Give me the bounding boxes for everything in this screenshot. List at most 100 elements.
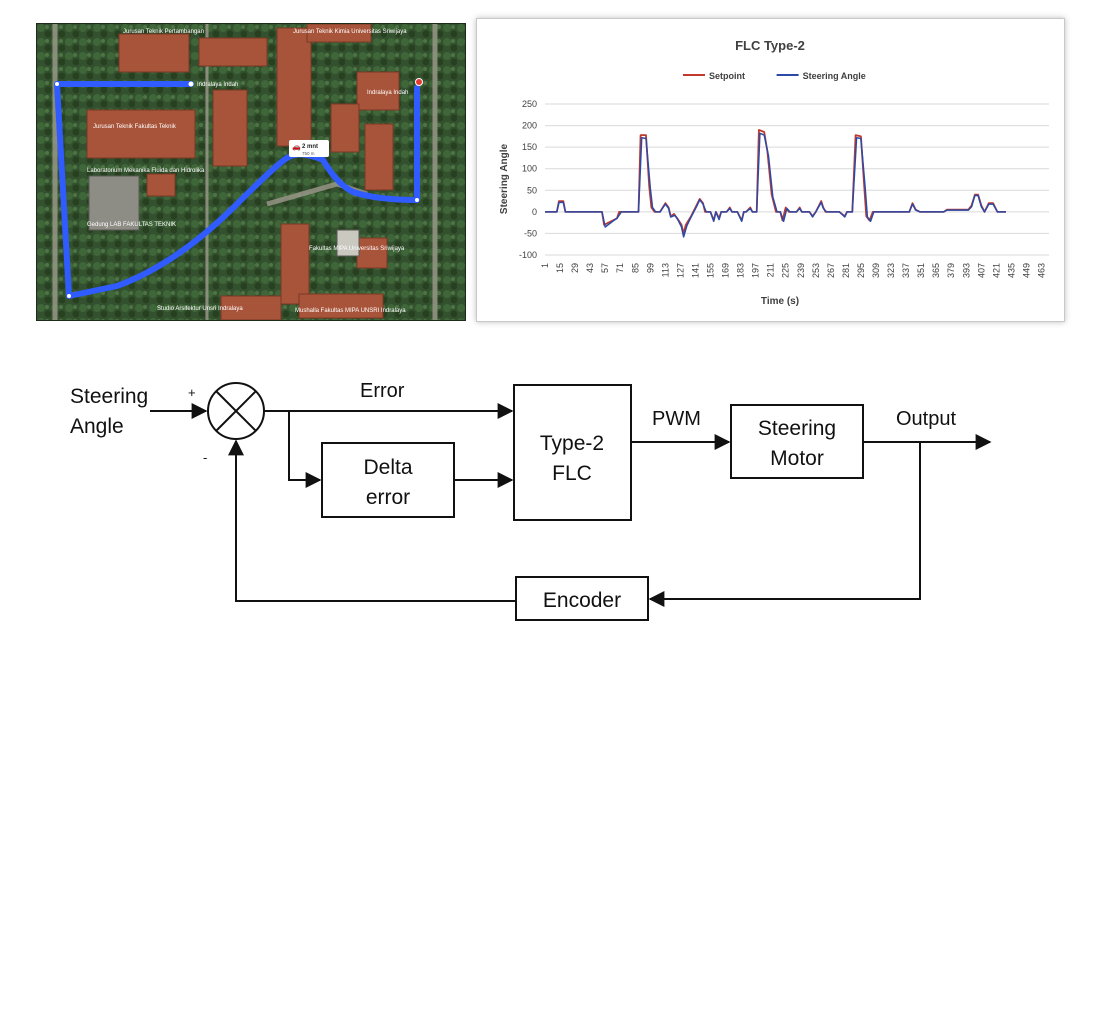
y-tick-label: 200 bbox=[522, 121, 537, 131]
chart-series bbox=[545, 129, 1006, 238]
x-tick-label: 183 bbox=[736, 263, 746, 278]
x-tick-label: 281 bbox=[841, 263, 851, 278]
diagram-canvas: Steering Angle + - Error Delta error Typ… bbox=[70, 380, 992, 621]
output-label: Output bbox=[896, 408, 956, 430]
car-icon: 🚗 bbox=[292, 144, 301, 151]
x-tick-label: 421 bbox=[991, 263, 1001, 278]
x-tick-label: 85 bbox=[630, 263, 640, 273]
feedback-to-encoder-arrow bbox=[648, 442, 921, 607]
map-label: Gedung LAB FAKULTAS TEKNIK bbox=[87, 222, 176, 228]
map-label: Indralaya Indah bbox=[197, 82, 238, 88]
route-path bbox=[54, 81, 420, 299]
x-tick-label: 449 bbox=[1021, 263, 1031, 278]
map-label: Mushalla Fakultas MIPA UNSRI Indralaya bbox=[295, 308, 406, 314]
route-distance: 750 m bbox=[302, 151, 315, 156]
legend-label: Setpoint bbox=[709, 71, 745, 81]
campus-route-map: 🚗 2 mnt 750 m Jurusan Teknik Pertambanga… bbox=[36, 23, 466, 321]
x-tick-label: 351 bbox=[916, 263, 926, 278]
route-start-dot bbox=[188, 81, 194, 87]
map-label: Indralaya Indah bbox=[367, 90, 408, 96]
x-tick-label: 141 bbox=[690, 263, 700, 278]
map-label: Fakultas MIPA Universitas Sriwijaya bbox=[309, 246, 405, 252]
x-tick-label: 239 bbox=[796, 263, 806, 278]
motor-label: Steering bbox=[758, 417, 836, 440]
place-labels: Jurusan Teknik Pertambangan Jurusan Tekn… bbox=[87, 29, 408, 314]
control-block-diagram: Steering Angle + - Error Delta error Typ… bbox=[60, 370, 1010, 640]
x-tick-label: 225 bbox=[781, 263, 791, 278]
x-tick-label: 43 bbox=[585, 263, 595, 273]
chart-title: FLC Type-2 bbox=[735, 38, 805, 53]
chart-legend: Setpoint Steering Angle bbox=[683, 71, 866, 81]
x-tick-label: 323 bbox=[886, 263, 896, 278]
x-tick-label: 295 bbox=[856, 263, 866, 278]
delta-branch-arrow bbox=[288, 411, 322, 488]
x-tick-label: 155 bbox=[705, 263, 715, 278]
x-tick-label: 211 bbox=[766, 263, 776, 277]
plus-sign: + bbox=[188, 385, 196, 400]
flc-label: FLC bbox=[552, 462, 592, 485]
route-node bbox=[55, 82, 59, 86]
x-tick-label: 253 bbox=[811, 263, 821, 278]
x-tick-label: 337 bbox=[901, 263, 911, 278]
route-node bbox=[67, 294, 71, 298]
y-tick-label: 150 bbox=[522, 142, 537, 152]
motor-label: Motor bbox=[770, 447, 824, 470]
map-label: Jurusan Teknik Pertambangan bbox=[123, 29, 204, 35]
y-tick-label: 0 bbox=[532, 207, 537, 217]
minus-sign: - bbox=[203, 450, 207, 465]
input-label: Steering bbox=[70, 385, 148, 408]
route-time: 2 mnt bbox=[302, 144, 318, 150]
x-tick-label: 113 bbox=[660, 263, 670, 277]
y-tick-label: -50 bbox=[524, 228, 537, 238]
input-label: Angle bbox=[70, 415, 124, 438]
series-line-setpoint bbox=[545, 129, 1006, 235]
encoder-label: Encoder bbox=[543, 589, 621, 612]
map-label: Jurusan Teknik Kimia Universitas Sriwija… bbox=[293, 29, 407, 35]
x-tick-label: 1 bbox=[540, 263, 550, 268]
x-tick-label: 15 bbox=[555, 263, 565, 273]
chart-gridlines bbox=[545, 103, 1049, 256]
y-tick-label: 50 bbox=[527, 185, 537, 195]
x-tick-label: 435 bbox=[1006, 263, 1016, 278]
x-tick-label: 71 bbox=[615, 263, 625, 273]
map-label: Laboratorium Mekanika Fluida dan Hidroli… bbox=[87, 168, 205, 174]
feedback-to-junction-arrow bbox=[228, 439, 516, 602]
x-tick-label: 407 bbox=[976, 263, 986, 278]
legend-label: Steering Angle bbox=[803, 71, 866, 81]
summing-junction bbox=[207, 382, 265, 440]
x-axis-label: Time (s) bbox=[761, 296, 799, 307]
x-tick-label: 309 bbox=[871, 263, 881, 278]
lab-structure bbox=[88, 175, 360, 257]
delta-error-block bbox=[321, 442, 455, 518]
flc-label: Type-2 bbox=[540, 432, 604, 455]
x-tick-label: 365 bbox=[931, 263, 941, 278]
y-tick-label: 100 bbox=[522, 164, 537, 174]
x-tick-label: 29 bbox=[570, 263, 580, 273]
route-node bbox=[415, 198, 419, 202]
x-tick-label: 379 bbox=[946, 263, 956, 278]
encoder-block bbox=[515, 576, 649, 621]
type2-flc-block bbox=[513, 384, 632, 521]
map-label: Jurusan Teknik Fakultas Teknik bbox=[93, 124, 177, 130]
delta-error-label: error bbox=[366, 486, 410, 509]
x-tick-label: 197 bbox=[751, 263, 761, 278]
route-badge: 🚗 2 mnt 750 m bbox=[289, 140, 329, 157]
series-line-steering-angle bbox=[545, 132, 1006, 238]
delta-error-label: Delta bbox=[363, 456, 412, 479]
x-tick-label: 99 bbox=[645, 263, 655, 273]
map-label: Studio Arsitektur Unsri Indralaya bbox=[157, 306, 243, 312]
x-tick-label: 57 bbox=[600, 263, 610, 273]
x-tick-label: 393 bbox=[961, 263, 971, 278]
map-graphic: 🚗 2 mnt 750 m Jurusan Teknik Pertambanga… bbox=[37, 24, 465, 320]
pwm-label: PWM bbox=[652, 408, 701, 430]
x-tick-label: 127 bbox=[675, 263, 685, 278]
x-tick-label: 169 bbox=[721, 263, 731, 278]
y-tick-label: 250 bbox=[522, 99, 537, 109]
destination-pin-icon bbox=[415, 78, 423, 86]
x-tick-label: 267 bbox=[826, 263, 836, 278]
error-label: Error bbox=[360, 380, 405, 402]
x-tick-label: 463 bbox=[1036, 263, 1046, 278]
